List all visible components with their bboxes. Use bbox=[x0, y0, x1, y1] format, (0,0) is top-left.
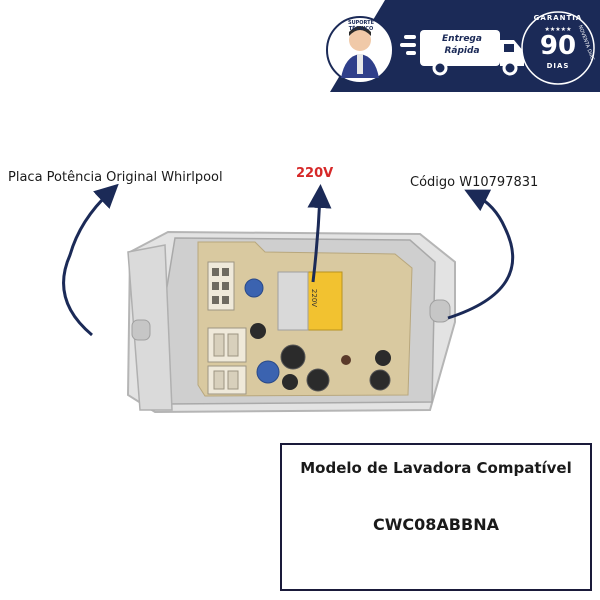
connector-top bbox=[207, 261, 235, 311]
relay bbox=[277, 271, 343, 331]
warranty-stars: ★★★★★ bbox=[544, 26, 572, 33]
connector-middle bbox=[207, 327, 247, 363]
arrow-voltage bbox=[307, 184, 332, 283]
connector-bottom bbox=[207, 365, 247, 395]
arrow-code bbox=[447, 189, 515, 320]
model-code: CWC08ABBNA bbox=[373, 515, 499, 534]
relay-label: 220V bbox=[310, 288, 319, 308]
arrow-product bbox=[62, 183, 119, 337]
warranty-top-text: GARANTIA bbox=[533, 14, 583, 22]
compatible-model-box: Modelo de Lavadora Compatível CWC08ABBNA bbox=[280, 443, 592, 591]
warranty-unit: DIAS bbox=[546, 62, 570, 70]
capacitors bbox=[244, 278, 391, 392]
support-badge-label: SUPORTE TÉCNICO bbox=[347, 20, 375, 32]
model-box-title: Modelo de Lavadora Compatível bbox=[300, 459, 572, 477]
voltage-label: 220V bbox=[296, 166, 334, 181]
top-banner bbox=[326, 0, 600, 92]
warranty-number: 90 bbox=[539, 31, 577, 61]
product-label: Placa Potência Original Whirlpool bbox=[8, 170, 223, 185]
support-technician-icon bbox=[326, 16, 394, 84]
delivery-truck-icon bbox=[400, 30, 524, 76]
warranty-seal bbox=[521, 11, 595, 85]
delivery-line1: Entrega bbox=[442, 34, 482, 44]
delivery-line2: Rápida bbox=[444, 46, 480, 56]
code-label: Código W10797831 bbox=[410, 175, 539, 190]
